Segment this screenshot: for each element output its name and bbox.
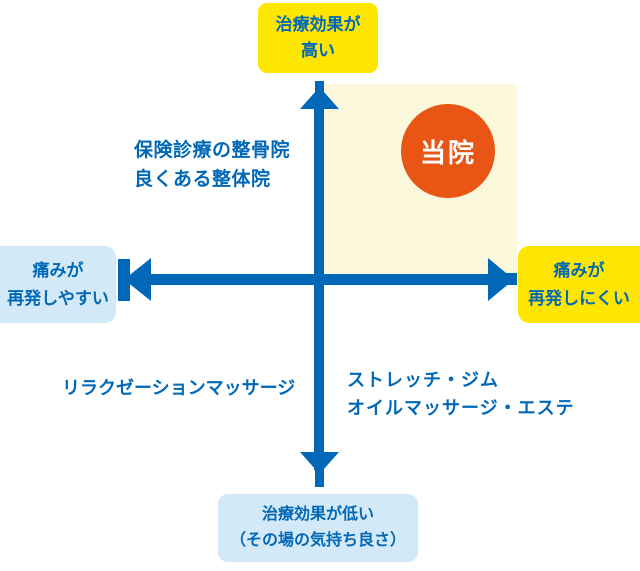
down-arrowhead-icon [300,452,339,487]
horizontal-axis-line [140,274,496,285]
quadrant-label-bottom-left: リラクゼーションマッサージ [62,378,296,398]
axis-label-left-text: 痛みが 再発しやすい [7,260,109,308]
axis-label-bottom-text: 治療効果が低い （その場の気持ち良さ） [229,506,406,549]
left-arrowhead-icon [118,258,151,301]
axis-label-left: 痛みが 再発しやすい [0,246,116,323]
clinic-marker: 当院 [401,104,495,198]
clinic-marker-label: 当院 [419,137,476,168]
axis-label-bottom: 治療効果が低い （その場の気持ち良さ） [218,494,418,562]
axis-label-right-text: 痛みが 再発しにくい [528,260,630,308]
axis-label-top-text: 治療効果が 高い [275,15,361,60]
quadrant-label-bottom-right: ストレッチ・ジム オイルマッサージ・エステ [347,370,575,418]
axis-label-right: 痛みが 再発しにくい [518,246,640,323]
axis-label-top: 治療効果が 高い [258,3,378,73]
quadrant-label-top-left: 保険診療の整骨院 良くある整体院 [134,140,291,190]
